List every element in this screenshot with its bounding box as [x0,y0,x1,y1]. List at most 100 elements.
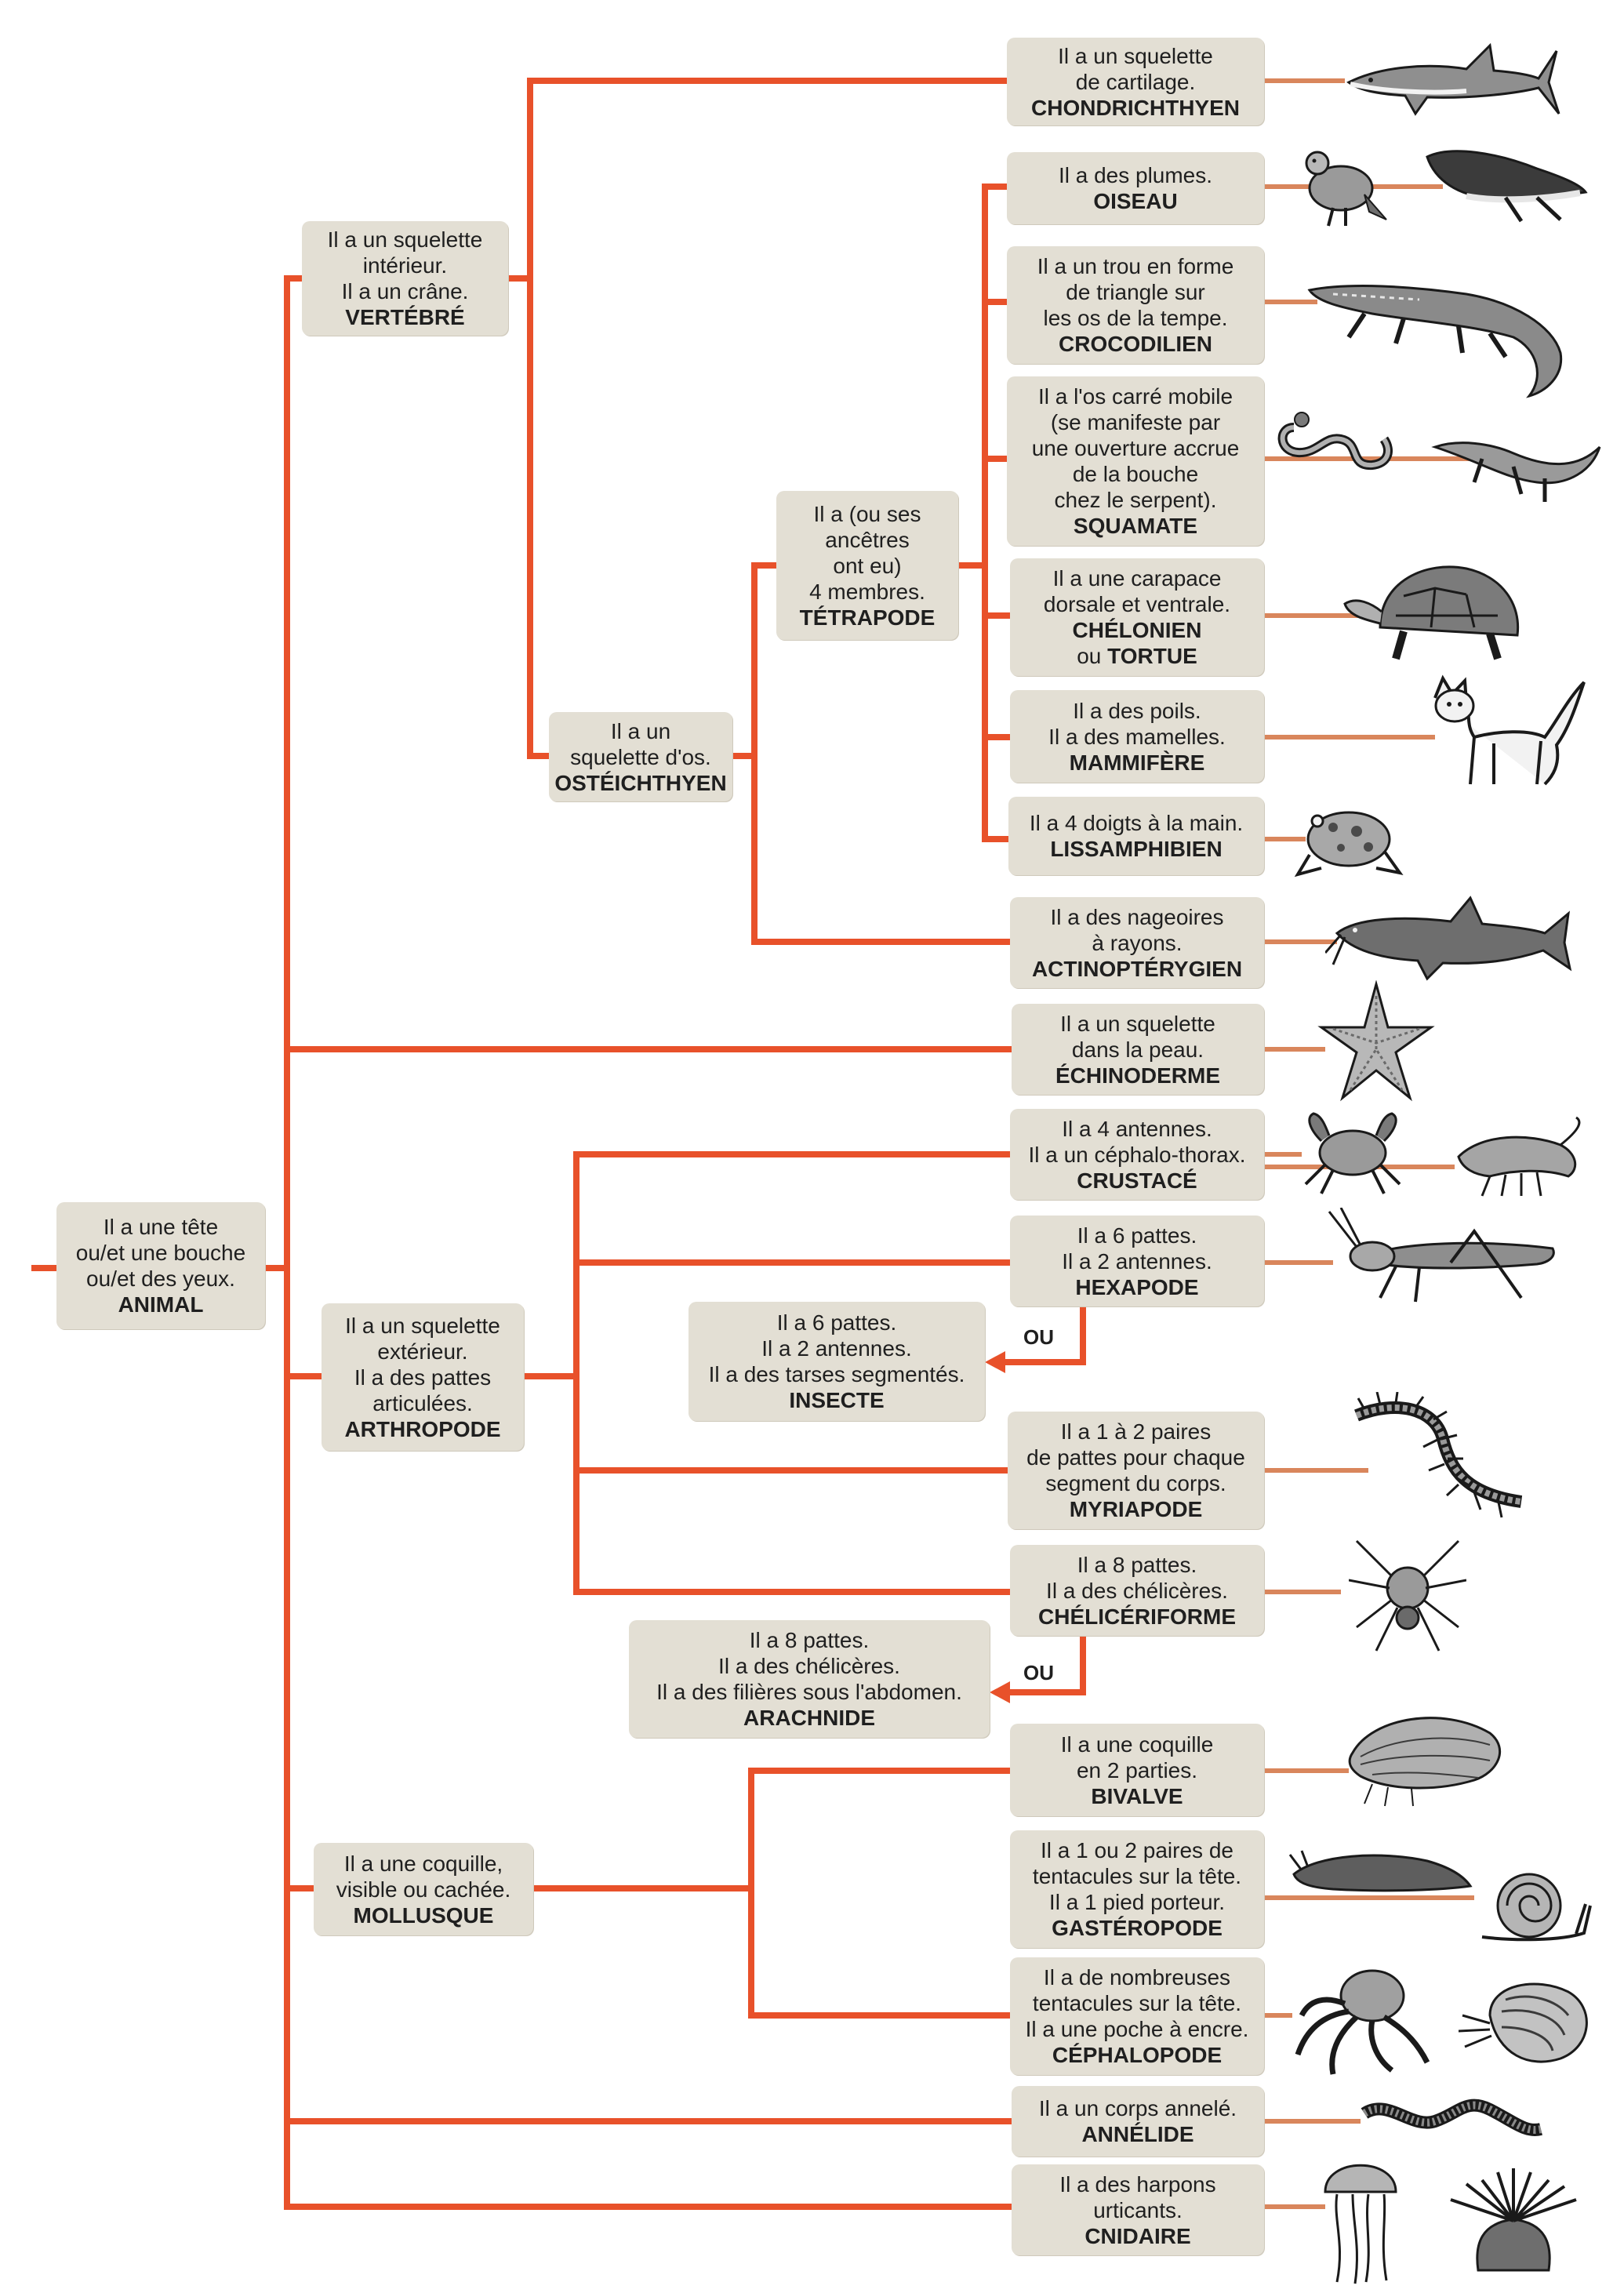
node-text-line: Il a une coquille [1060,1732,1214,1757]
node-text-line: Il a une tête [103,1215,219,1239]
node-title: ACTINOPTÉRYGIEN [1031,956,1243,981]
node-title: OISEAU [1093,189,1178,213]
node-title: CÉPHALOPODE [1052,2043,1223,2067]
node-crustace: Il a 4 antennes. Il a un céphalo-thorax.… [1010,1109,1264,1200]
node-arachnide: Il a 8 pattes. Il a des chélicères. Il a… [629,1620,990,1738]
node-title-alt-name: TORTUE [1107,644,1197,668]
node-annelide: Il a un corps annelé. ANNÉLIDE [1012,2086,1264,2157]
penguin-icon [1426,150,1588,223]
node-oiseau: Il a des plumes. OISEAU [1007,152,1264,224]
node-title: GASTÉROPODE [1052,1916,1223,1940]
node-cheliceriforme: Il a 8 pattes. Il a des chélicères. CHÉL… [1010,1545,1264,1636]
node-text-line: extérieur. [377,1339,468,1364]
node-gasteropode: Il a 1 ou 2 paires de tentacules sur la … [1010,1830,1264,1948]
node-title: ARTHROPODE [344,1416,501,1441]
snake-icon [1277,412,1393,471]
node-text-line: articulées. [372,1390,473,1415]
node-title: ANNÉLIDE [1081,2122,1194,2146]
node-title: HEXAPODE [1075,1274,1199,1299]
frog-icon [1294,811,1404,878]
node-actinopterygien: Il a des nageoires à rayons. ACTINOPTÉRY… [1010,897,1264,988]
node-hexapode: Il a 6 pattes. Il a 2 antennes. HEXAPODE [1010,1216,1264,1306]
node-text-line: Il a 6 pattes. [776,1310,897,1335]
node-mollusque: Il a une coquille, visible ou cachée. MO… [314,1843,533,1935]
shark-icon [1346,42,1560,116]
node-title: INSECTE [789,1388,885,1412]
node-cephalopode: Il a de nombreuses tentacules sur la têt… [1010,1957,1264,2075]
node-text-line: Il a un squelette [327,227,483,252]
node-text-line: de cartilage. [1075,69,1196,94]
node-animal: Il a une tête ou/et une bouche ou/et des… [56,1202,265,1329]
shrimp-icon [1457,1116,1581,1197]
grasshopper-icon [1328,1208,1555,1303]
node-text-line: Il a une poche à encre. [1025,2017,1249,2041]
node-text-line: une ouverture accrue [1031,436,1240,460]
node-title: LISSAMPHIBIEN [1050,837,1223,861]
slug-icon [1288,1850,1473,1892]
node-text-line: Il a des plumes. [1058,163,1213,187]
node-title: MYRIAPODE [1069,1497,1203,1521]
node-text-line: de la bouche [1072,462,1199,486]
worm-icon [1361,2099,1542,2136]
jellyfish-icon [1324,2164,1397,2284]
starfish-icon [1317,980,1435,1102]
node-text-line: de pattes pour chaque [1026,1445,1245,1470]
node-text-line: Il a (ou ses [813,501,921,526]
node-text-line: 4 membres. [809,579,925,604]
branch-lines [31,78,1086,2210]
node-text-line: chez le serpent). [1054,488,1217,512]
node-text-line: squelette d'os. [570,744,711,769]
node-title: ARACHNIDE [743,1706,875,1730]
node-bivalve: Il a une coquille en 2 parties. BIVALVE [1010,1724,1264,1816]
arrow-heads [985,1351,1010,1703]
node-myriapode: Il a 1 à 2 paires de pattes pour chaque … [1008,1412,1264,1529]
node-text-line: Il a l'os carré mobile [1037,384,1233,409]
node-text-line: Il a un trou en forme [1037,254,1234,278]
node-title-alt: ou TORTUE [1010,643,1264,669]
tortoise-icon [1343,565,1520,660]
node-title: ÉCHINODERME [1055,1063,1220,1088]
centipede-icon [1354,1392,1523,1518]
node-title: VERTÉBRÉ [345,305,465,329]
node-title: CRUSTACÉ [1077,1168,1197,1193]
node-text-line: Il a des poils. [1073,698,1201,723]
node-text-line: Il a 4 doigts à la main. [1029,811,1244,835]
node-echinoderme: Il a un squelette dans la peau. ÉCHINODE… [1012,1004,1264,1095]
spider-icon [1349,1539,1466,1652]
node-text-line: intérieur. [362,253,448,278]
node-title: CNIDAIRE [1084,2223,1191,2248]
node-text-line: Il a un crâne. [341,279,469,303]
node-text-line: Il a 1 ou 2 paires de [1041,1838,1233,1862]
node-text-line: Il a un céphalo-thorax. [1028,1142,1246,1167]
ou-label: OU [1023,1325,1054,1349]
node-text-line: tentacules sur la tête. [1032,1991,1242,2015]
node-text-line: Il a un squelette [1060,1011,1215,1036]
node-text-line: Il a 2 antennes. [1062,1248,1212,1274]
node-title: CHONDRICHTHYEN [1031,95,1240,120]
node-squamate: Il a l'os carré mobile (se manifeste par… [1007,376,1264,546]
node-text-line: Il a 8 pattes. [1077,1552,1197,1577]
node-lissamphibien: Il a 4 doigts à la main. LISSAMPHIBIEN [1008,797,1264,875]
node-crocodilien: Il a un trou en forme de triangle sur le… [1007,246,1264,364]
ou-label: OU [1023,1661,1054,1684]
crocodile-icon [1307,285,1563,398]
node-mammifere: Il a des poils. Il a des mamelles. MAMMI… [1010,690,1264,783]
node-text-line: ancêtres [825,527,910,552]
node-text-line: Il a un squelette [345,1313,500,1338]
node-text-line: visible ou cachée. [336,1877,511,1902]
node-arthropode: Il a un squelette extérieur. Il a des pa… [322,1303,524,1451]
node-text-line: dorsale et ventrale. [1043,592,1231,616]
lizard-icon [1431,442,1601,502]
node-title: CHÉLICÉRIFORME [1038,1604,1236,1629]
node-text-line: Il a un corps annelé. [1038,2096,1237,2120]
node-text-line: Il a 2 antennes. [761,1336,912,1361]
node-vertebre: Il a un squelette intérieur. Il a un crâ… [302,221,508,336]
node-text-line: Il a 6 pattes. [1077,1223,1197,1248]
node-text-line: (se manifeste par [1050,410,1221,434]
node-text-line: Il a des pattes [354,1365,492,1390]
node-title: TÉTRAPODE [799,605,936,630]
node-osteichthyen: Il a un squelette d'os. OSTÉICHTHYEN [549,712,732,801]
node-text-line: tentacules sur la tête. [1032,1864,1242,1888]
node-text-line: dans la peau. [1071,1037,1204,1062]
